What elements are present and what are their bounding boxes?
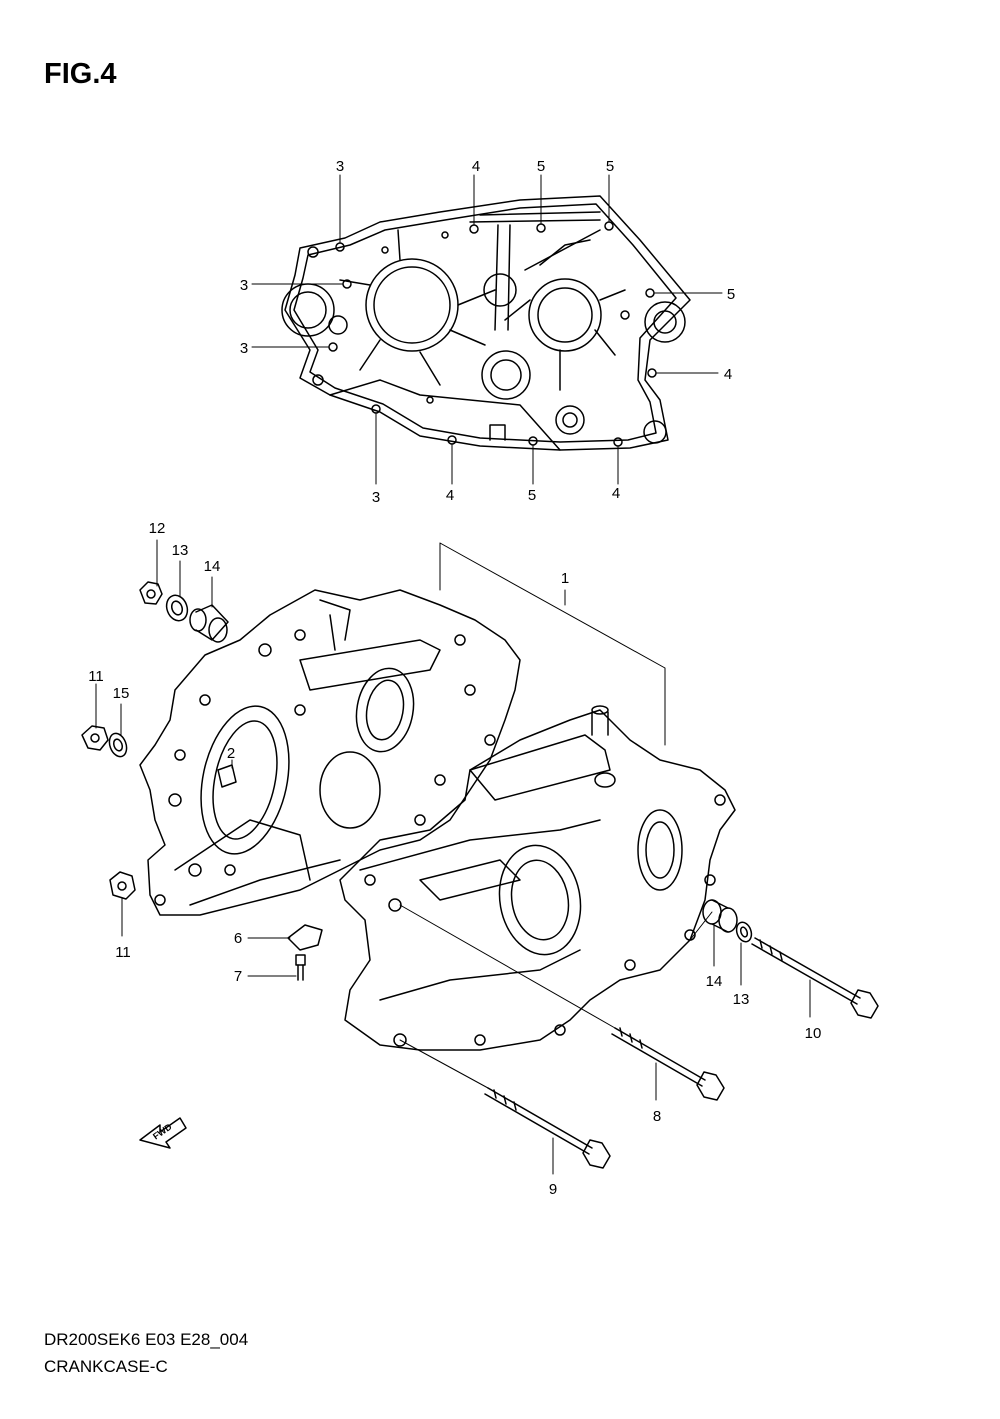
washer-15: [108, 732, 128, 758]
callout-part-14a: 14: [204, 558, 221, 575]
callout-part-11a: 11: [88, 668, 104, 685]
callout-top-5b: 5: [606, 158, 614, 175]
fwd-arrow-icon: [139, 1117, 187, 1149]
callout-top-4c: 4: [446, 487, 454, 504]
nut-12: [139, 581, 163, 605]
callout-part-12: 12: [149, 520, 166, 537]
figure-code: DR200SEK6 E03 E28_004: [44, 1330, 249, 1349]
callout-top-4d: 4: [612, 485, 620, 502]
callout-part-15: 15: [113, 685, 130, 702]
callout-part-9: 9: [549, 1181, 557, 1198]
callout-part-11b: 11: [115, 944, 131, 961]
callout-top-3c: 3: [240, 340, 248, 357]
callout-top-3d: 3: [372, 489, 380, 506]
lower-view-leader-lines: [95, 539, 811, 1175]
part-1-bracket: [439, 542, 666, 746]
bolt-9: [484, 1087, 611, 1169]
callout-top-4b: 4: [724, 366, 732, 383]
assembly-lines: [399, 904, 713, 1089]
callout-labels: 3 3 3 3 4 4 4 4 5 5 5 5 1 2 6 7 8 9 10 1…: [88, 158, 821, 1198]
figure-title: FIG.4: [44, 58, 117, 90]
callout-top-5a: 5: [537, 158, 545, 175]
crankcase-left-half: [139, 589, 521, 916]
bolt-8: [611, 1027, 725, 1101]
callout-part-6: 6: [234, 930, 242, 947]
screw-7: [295, 954, 306, 981]
nut-11-upper: [81, 725, 109, 751]
callout-top-5d: 5: [528, 487, 536, 504]
crankcase-top-view: [281, 195, 691, 451]
callout-top-4a: 4: [472, 158, 480, 175]
callout-part-14b: 14: [706, 973, 723, 990]
spacer-14-lower: [702, 899, 738, 933]
callout-part-1: 1: [561, 570, 569, 587]
washer-13-lower: [735, 921, 753, 943]
callout-part-13a: 13: [172, 542, 189, 559]
callout-part-2: 2: [227, 745, 235, 762]
callout-part-7: 7: [234, 968, 242, 985]
washer-13-upper: [165, 594, 189, 622]
spacer-14-upper: [189, 604, 229, 643]
figure-name: CRANKCASE-C: [44, 1357, 168, 1376]
callout-top-3b: 3: [240, 277, 248, 294]
callout-top-3a: 3: [336, 158, 344, 175]
callout-part-13b: 13: [733, 991, 750, 1008]
callout-part-8: 8: [653, 1108, 661, 1125]
crankcase-right-half: [339, 705, 736, 1051]
callout-part-10: 10: [805, 1025, 822, 1042]
plate-6: [287, 924, 323, 951]
callout-top-5c: 5: [727, 286, 735, 303]
nut-11-lower: [109, 871, 136, 900]
top-view-leader-lines: [251, 174, 723, 485]
bolt-10: [751, 937, 879, 1019]
